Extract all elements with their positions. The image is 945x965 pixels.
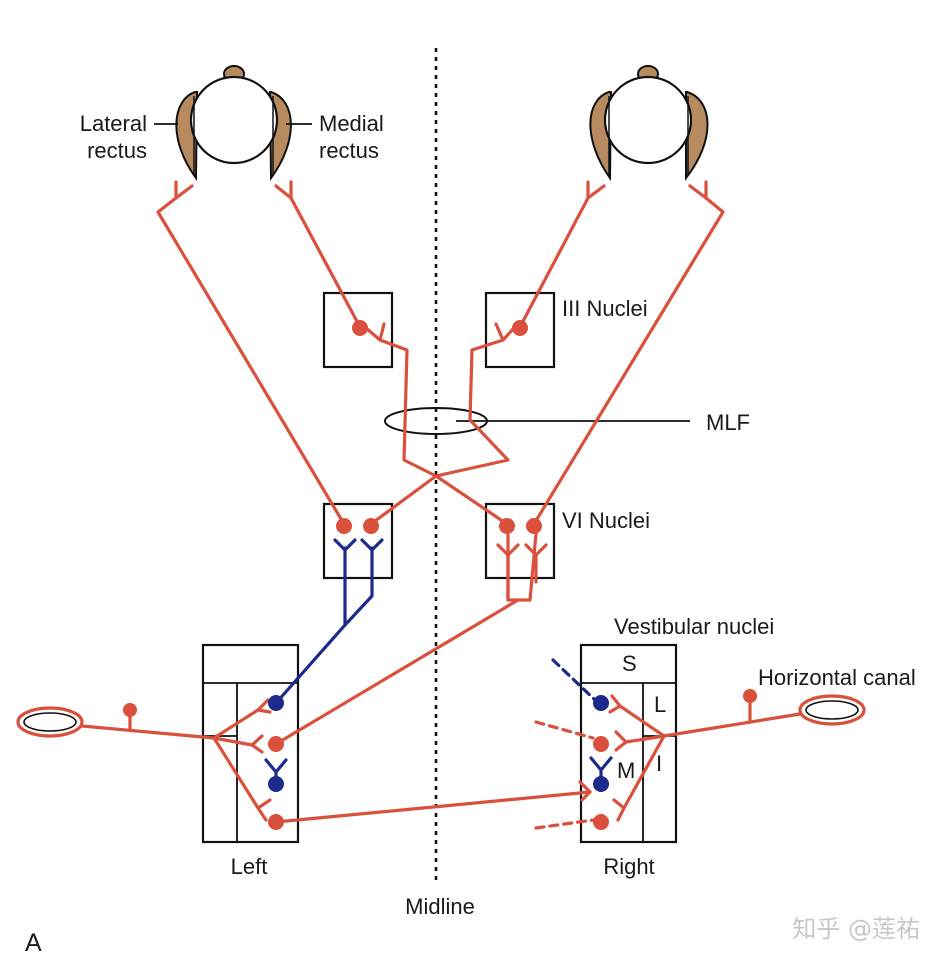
mlf-fiber-left-to-right [369, 338, 510, 526]
right-vi-nucleus-box [484, 502, 556, 580]
nucleus-l-label: L [654, 692, 666, 717]
right-dashed-input-2 [534, 818, 595, 830]
right-canal-afferent [662, 712, 802, 738]
right-horizontal-canal [798, 694, 866, 726]
right-eye [589, 65, 709, 182]
medial-rectus-label-line1: Medial [319, 111, 384, 136]
panel-label: A [25, 929, 42, 957]
mlf-label: MLF [706, 410, 750, 435]
left-vestibular-to-right-vi [274, 598, 520, 746]
left-oculomotor-motor-axon [274, 180, 362, 329]
horizontal-canal-label: Horizontal canal [758, 665, 916, 690]
lateral-rectus-label-line2: rectus [87, 138, 147, 163]
right-iii-nucleus-box [484, 291, 556, 369]
lateral-rectus-label-line1: Lateral [80, 111, 147, 136]
watermark: 知乎 @莲祐 [792, 915, 920, 943]
left-vi-nucleus-box [322, 502, 394, 580]
right-dashed-inhibitory [551, 658, 597, 702]
left-canal-afferent [80, 724, 216, 740]
nucleus-s-label: S [622, 651, 637, 676]
nucleus-i-label: I [656, 751, 662, 776]
right-oculomotor-motor-axon [518, 180, 606, 329]
mlf-fiber-right-to-left [378, 338, 509, 526]
right-dashed-input-1 [534, 720, 595, 740]
vi-nuclei-label: VI Nuclei [562, 508, 650, 533]
left-to-right-commissural [274, 790, 592, 824]
right-abducens-motor-axon [532, 180, 725, 526]
left-label: Left [231, 854, 268, 879]
left-iii-nucleus-box [322, 291, 394, 369]
nucleus-m-label: M [617, 758, 635, 783]
left-inhibitory-to-vi [274, 546, 374, 705]
vestibular-nuclei-label: Vestibular nuclei [614, 614, 774, 639]
left-eye [175, 65, 292, 181]
left-horizontal-canal [16, 706, 84, 738]
iii-nuclei-label: III Nuclei [562, 296, 648, 321]
left-abducens-motor-axon [156, 196, 346, 526]
right-label: Right [603, 854, 654, 879]
midline-label: Midline [405, 894, 475, 919]
medial-rectus-label-line2: rectus [319, 138, 379, 163]
